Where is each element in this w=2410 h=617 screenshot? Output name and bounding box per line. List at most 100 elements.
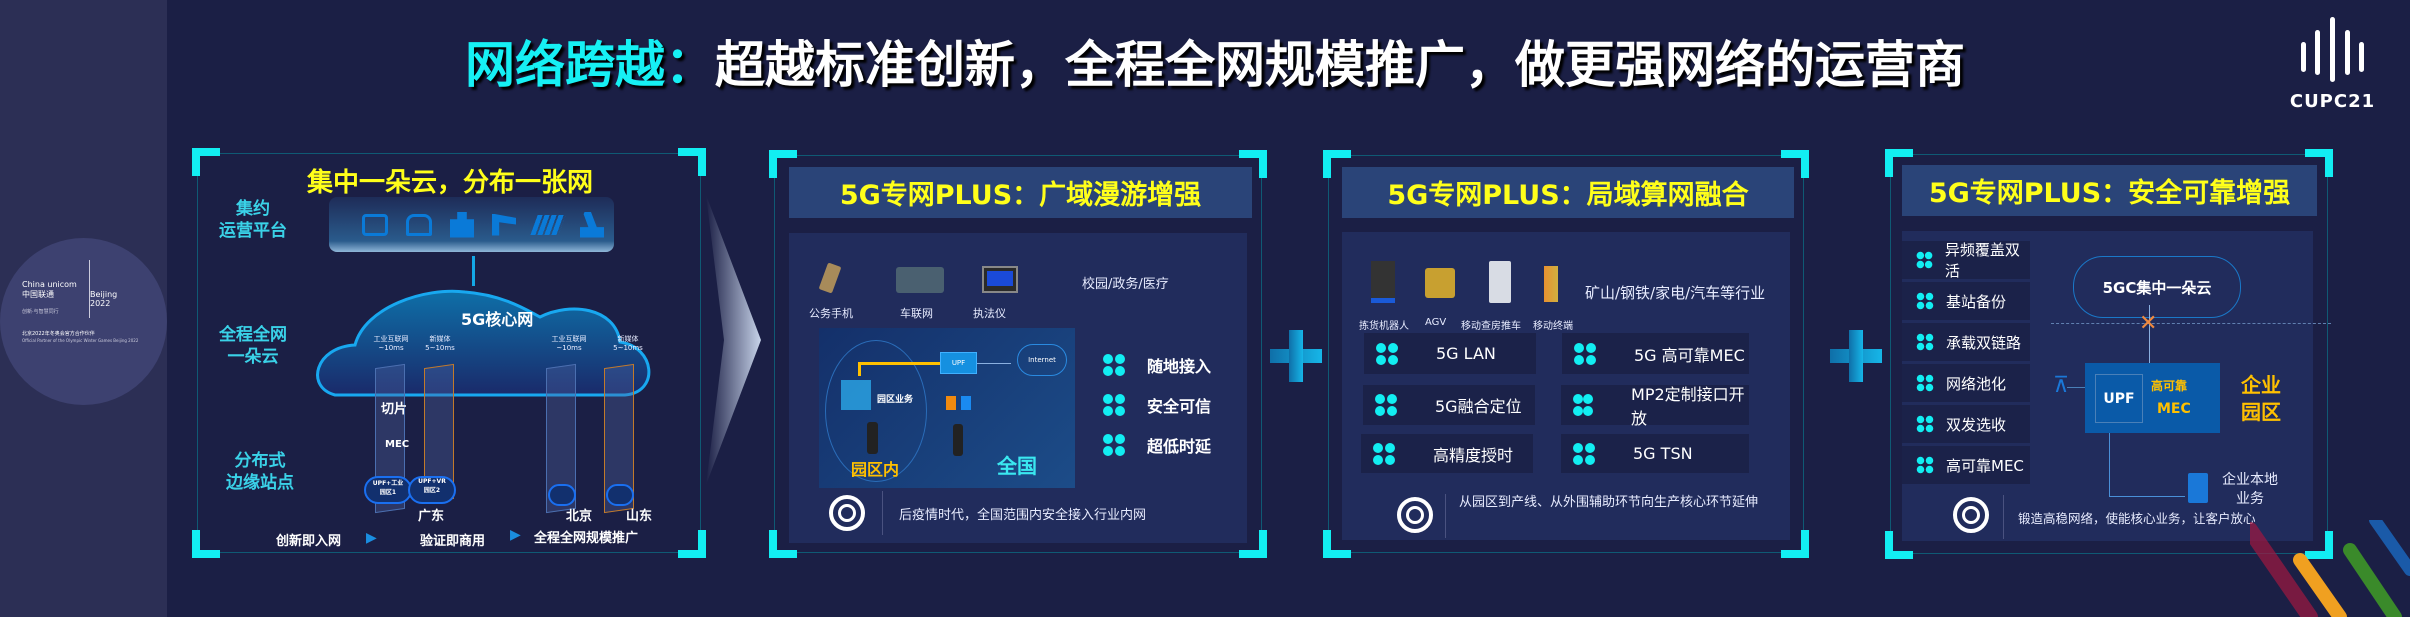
target-icon xyxy=(1953,497,1989,533)
province-guangdong: 广东 xyxy=(418,509,445,524)
partner-en: Official Partner of the Olympic Winter G… xyxy=(22,338,139,343)
feature-item: 高精度授时 xyxy=(1361,434,1533,473)
feature-item: 承载双链路 xyxy=(1902,323,2030,361)
clover-icon xyxy=(1916,292,1934,310)
mec-label: MEC xyxy=(2157,401,2191,417)
corner-bracket xyxy=(1781,530,1809,558)
antenna-tower-icon: ⊼ xyxy=(2053,373,2070,398)
device-label: 拣货机器人 xyxy=(1359,321,1409,332)
camera-icon xyxy=(362,213,388,236)
core-network-cloud xyxy=(316,289,651,397)
clover-icon xyxy=(1916,251,1933,269)
unicom-slogan: 创新·与智慧同行 xyxy=(22,309,59,315)
nationwide-label: 全国 xyxy=(997,454,1037,478)
internet-cloud: Internet xyxy=(1017,344,1067,376)
target-icon xyxy=(829,495,865,531)
panel2-title: 5G专网PLUS：广域漫游增强 xyxy=(789,167,1252,218)
mec-box: UPF 高可靠 MEC xyxy=(2085,363,2220,433)
device-label: 移动查房推车 xyxy=(1461,321,1521,332)
step-arrow-icon: ▶ xyxy=(366,530,377,546)
server-icon xyxy=(841,380,871,410)
feature-item: 5G融合定位 xyxy=(1363,385,1535,425)
robot-arm-icon xyxy=(580,211,604,238)
solar-panel-icon xyxy=(530,214,566,235)
label-one-cloud: 全程全网 一朵云 xyxy=(219,325,287,367)
corner-bracket xyxy=(769,150,797,178)
feature-item: 高可靠MEC xyxy=(1902,446,2030,484)
feature-item: 超低时延 xyxy=(1103,433,1211,457)
core-network-label: 5G核心网 xyxy=(461,310,534,329)
picking-robot-image xyxy=(1371,261,1395,303)
clover-icon xyxy=(1103,434,1125,456)
title-highlight: 网络跨越： xyxy=(465,36,715,94)
corner-bracket xyxy=(1781,150,1809,178)
label-edge-sites: 分布式 边缘站点 xyxy=(226,451,294,493)
music-terminal-icon xyxy=(961,396,971,410)
label-ops-platform: 集约 运营平台 xyxy=(219,199,287,241)
corner-bracket xyxy=(1239,150,1267,178)
clover-icon xyxy=(1573,442,1595,465)
corner-bracket xyxy=(192,148,220,176)
recorder-device-icon xyxy=(867,422,878,454)
step-arrow-icon: ▶ xyxy=(510,527,521,543)
feature-item: 随地接入 xyxy=(1103,353,1211,377)
beijing-2022-logo: Beijing 2022 xyxy=(90,290,118,308)
feature-item: MP2定制接口开放 xyxy=(1561,385,1749,428)
sponsor-logo: China unicom中国联通 创新·与智慧同行 Beijing 2022 北… xyxy=(0,238,167,405)
feature-item: 5G 高可靠MEC xyxy=(1562,333,1749,374)
edge-cloud-park1: UPF+工业园区1 xyxy=(364,476,412,504)
clover-icon xyxy=(1916,333,1934,351)
server-icon xyxy=(2188,473,2208,503)
slice-label: 切片 xyxy=(381,402,408,417)
divider xyxy=(882,491,883,535)
disconnect-x-icon: ✕ xyxy=(2139,311,2158,336)
clover-icon xyxy=(1916,374,1934,392)
corner-bracket xyxy=(769,530,797,558)
slice-info-1: 工业互联网~10ms xyxy=(373,335,409,352)
feature-item: 5G TSN xyxy=(1561,434,1749,473)
park-circle xyxy=(825,340,927,482)
panel2-goal: 后疫情时代，全国范围内安全接入行业内网 xyxy=(899,508,1147,523)
cart-image xyxy=(1489,261,1511,303)
decorative-stripes xyxy=(2250,520,2410,617)
title-rest: 超越标准创新，全程全网规模推广，做更强网络的运营商 xyxy=(715,36,1965,94)
divider xyxy=(2003,495,2004,539)
page-title: 网络跨越：超越标准创新，全程全网规模推广，做更强网络的运营商 xyxy=(465,25,1965,97)
mec-reliable-label: 高可靠 xyxy=(2151,379,2188,393)
bus-image xyxy=(896,267,944,293)
divider xyxy=(1445,494,1446,538)
corner-bracket xyxy=(678,148,706,176)
panel-wide-area-roaming: 5G专网PLUS：广域漫游增强 公务手机 车联网 执法仪 校园/政务/医疗 UP… xyxy=(769,150,1267,558)
slice-info-3: 工业互联网~10ms xyxy=(551,335,587,352)
cupc21-logo: CUPC21 xyxy=(2285,12,2380,112)
feature-item: 双发选收 xyxy=(1902,405,2030,443)
clover-icon xyxy=(1103,354,1125,376)
clover-icon xyxy=(1916,415,1934,433)
sector-label: 矿山/钢铁/家电/汽车等行业 xyxy=(1585,284,1766,302)
target-icon xyxy=(1397,497,1433,533)
5gc-cloud: 5GC集中一朵云 xyxy=(2073,256,2241,318)
corner-bracket xyxy=(1885,149,1913,177)
plus-icon xyxy=(1270,330,1322,382)
corner-bracket xyxy=(1885,531,1913,559)
agv-image xyxy=(1425,268,1455,298)
corner-bracket xyxy=(2305,149,2333,177)
step-innovation: 创新即入网 xyxy=(276,534,342,549)
device-label: 公务手机 xyxy=(809,307,853,320)
ops-platform-box xyxy=(329,197,614,252)
feature-item: 网络池化 xyxy=(1902,364,2030,402)
panel4-title: 5G专网PLUS：安全可靠增强 xyxy=(1902,165,2317,216)
feature-item: 异频覆盖双活 xyxy=(1902,241,2030,280)
vehicle-icon xyxy=(406,213,432,236)
cctv-icon xyxy=(492,213,516,236)
panel1-heading: 集中一朵云，分布一张网 xyxy=(306,168,593,198)
clover-icon xyxy=(1375,394,1397,416)
local-service-label: 企业本地业务 xyxy=(2222,472,2278,507)
device-label: AGV xyxy=(1425,317,1447,328)
corner-bracket xyxy=(1239,530,1267,558)
clover-icon xyxy=(1916,456,1934,474)
corner-bracket xyxy=(2305,531,2333,559)
